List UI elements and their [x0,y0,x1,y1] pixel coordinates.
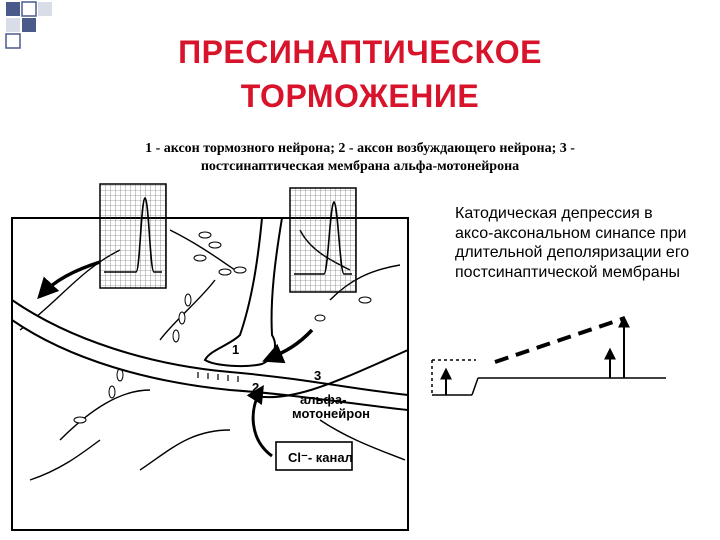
label-axon-2: 2 [252,380,259,395]
figure-caption: 1 - аксон тормозного нейрона; 2 - аксон … [90,140,630,176]
label-cl-channel: Cl⁻- канал [288,450,353,465]
neuron-illustration [11,183,409,531]
label-motoneuron-line2: мотонейрон [292,406,370,421]
label-axon-1: 1 [232,342,239,357]
corner-decoration [5,1,52,49]
page-title-line2: ТОРМОЖЕНИЕ [240,78,480,114]
caption-line2: постсинаптическая мембрана альфа-мотоней… [200,159,520,174]
label-motoneuron-line1: альфа- [300,392,346,407]
depolarization-schematic [431,315,666,396]
explanation-text: Катодическая депрессия в аксо-аксонально… [455,205,690,281]
page-title-line1: ПРЕСИНАПТИЧЕСКОЕ [178,34,542,70]
label-membrane-3: 3 [314,368,321,383]
caption-line1: 1 - аксон тормозного нейрона; 2 - аксон … [145,141,575,156]
